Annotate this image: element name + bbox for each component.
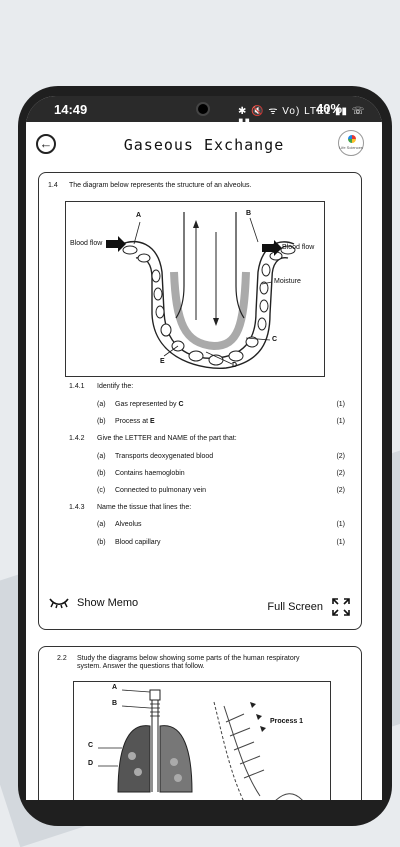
- full-screen-label: Full Screen: [267, 601, 323, 613]
- item-letter: (c): [97, 487, 106, 494]
- phone-screen: 14:49 ✱ 🔇 ᯤ Vo) LTE1 ▮▮ ☏ ▮▮ 40% ← Gaseo…: [26, 96, 382, 800]
- battery-level: 40%: [316, 101, 343, 116]
- item-mark: (1): [336, 521, 345, 528]
- status-time: 14:49: [54, 102, 88, 117]
- page-title: Gaseous Exchange: [123, 136, 285, 154]
- item-mark: (2): [336, 453, 345, 460]
- show-memo-button[interactable]: Show Memo: [49, 597, 138, 609]
- item-text: Process at E: [115, 418, 155, 425]
- item-letter: (b): [97, 539, 106, 546]
- diagram-label-e: E: [160, 358, 165, 365]
- respiratory-drawing: [98, 689, 303, 800]
- diagram-label-c: C: [272, 336, 278, 343]
- question-number: 2.2: [57, 655, 67, 662]
- diagram-label-blood-flow-left: Blood flow: [70, 240, 103, 247]
- expand-icon: [332, 598, 350, 616]
- back-button[interactable]: ←: [36, 134, 56, 154]
- item-mark: (1): [336, 401, 345, 408]
- diagram-label-c: C: [88, 742, 94, 749]
- sub-question-text: Identify the:: [97, 383, 134, 390]
- diagram-label-a: A: [136, 212, 142, 219]
- question-text: system. Answer the questions that follow…: [77, 663, 205, 670]
- item-mark: (2): [336, 470, 345, 477]
- item-letter: (a): [97, 401, 106, 408]
- item-text: Contains haemoglobin: [115, 470, 185, 477]
- question-card-1: 1.4 The diagram below represents the str…: [38, 172, 362, 630]
- item-text: Connected to pulmonary vein: [115, 487, 207, 494]
- item-mark: (2): [336, 487, 345, 494]
- item-letter: (b): [97, 470, 106, 477]
- question-text: Study the diagrams below showing some pa…: [77, 655, 300, 662]
- item-text: Gas represented by C: [115, 401, 184, 408]
- arrow-left-icon: ←: [39, 136, 53, 151]
- item-text: Blood capillary: [115, 539, 161, 546]
- diagram-label-a: A: [112, 684, 118, 691]
- diagram-label-d: D: [232, 362, 238, 369]
- diagram-label-process: Process 1: [270, 718, 304, 725]
- diagram-label-blood-flow-right: Blood flow: [282, 244, 315, 251]
- sub-question-text: Give the LETTER and NAME of the part tha…: [97, 435, 237, 442]
- sub-question-number: 1.4.3: [69, 504, 85, 511]
- app-bar: ← Gaseous Exchange Life Sciences: [26, 122, 382, 172]
- diagram-label-moisture: Moisture: [274, 278, 301, 285]
- show-memo-label: Show Memo: [77, 597, 139, 609]
- item-text: Alveolus: [115, 521, 142, 528]
- item-letter: (a): [97, 521, 106, 528]
- logo-text: Life Sciences: [339, 145, 363, 150]
- alveolus-diagram: A B Blood flow Blood flow Moisture C D E: [65, 201, 325, 377]
- alveolus-drawing: [106, 212, 296, 369]
- diagram-label-d: D: [88, 760, 94, 767]
- full-screen-button[interactable]: Full Screen: [267, 597, 351, 617]
- sub-question-number: 1.4.2: [69, 435, 85, 442]
- item-mark: (1): [336, 539, 345, 546]
- sub-question-number: 1.4.1: [69, 383, 85, 390]
- item-mark: (1): [336, 418, 345, 425]
- question-number: 1.4: [48, 182, 58, 189]
- sub-question-text: Name the tissue that lines the:: [97, 504, 192, 511]
- diagram-label-b: B: [246, 210, 252, 217]
- respiratory-diagram: A B C D E Process 1: [73, 681, 331, 800]
- logo-icon: [348, 135, 356, 143]
- diagram-label-b: B: [112, 700, 118, 707]
- item-text: Transports deoxygenated blood: [115, 453, 214, 460]
- eye-closed-icon: [49, 598, 69, 609]
- question-card-2: 2.2 Study the diagrams below showing som…: [38, 646, 362, 800]
- item-letter: (a): [97, 453, 106, 460]
- question-text: The diagram below represents the structu…: [69, 182, 252, 189]
- status-bar: 14:49 ✱ 🔇 ᯤ Vo) LTE1 ▮▮ ☏ ▮▮ 40%: [26, 96, 382, 128]
- front-camera: [196, 102, 210, 116]
- app-logo: Life Sciences: [338, 130, 364, 156]
- item-letter: (b): [97, 418, 106, 425]
